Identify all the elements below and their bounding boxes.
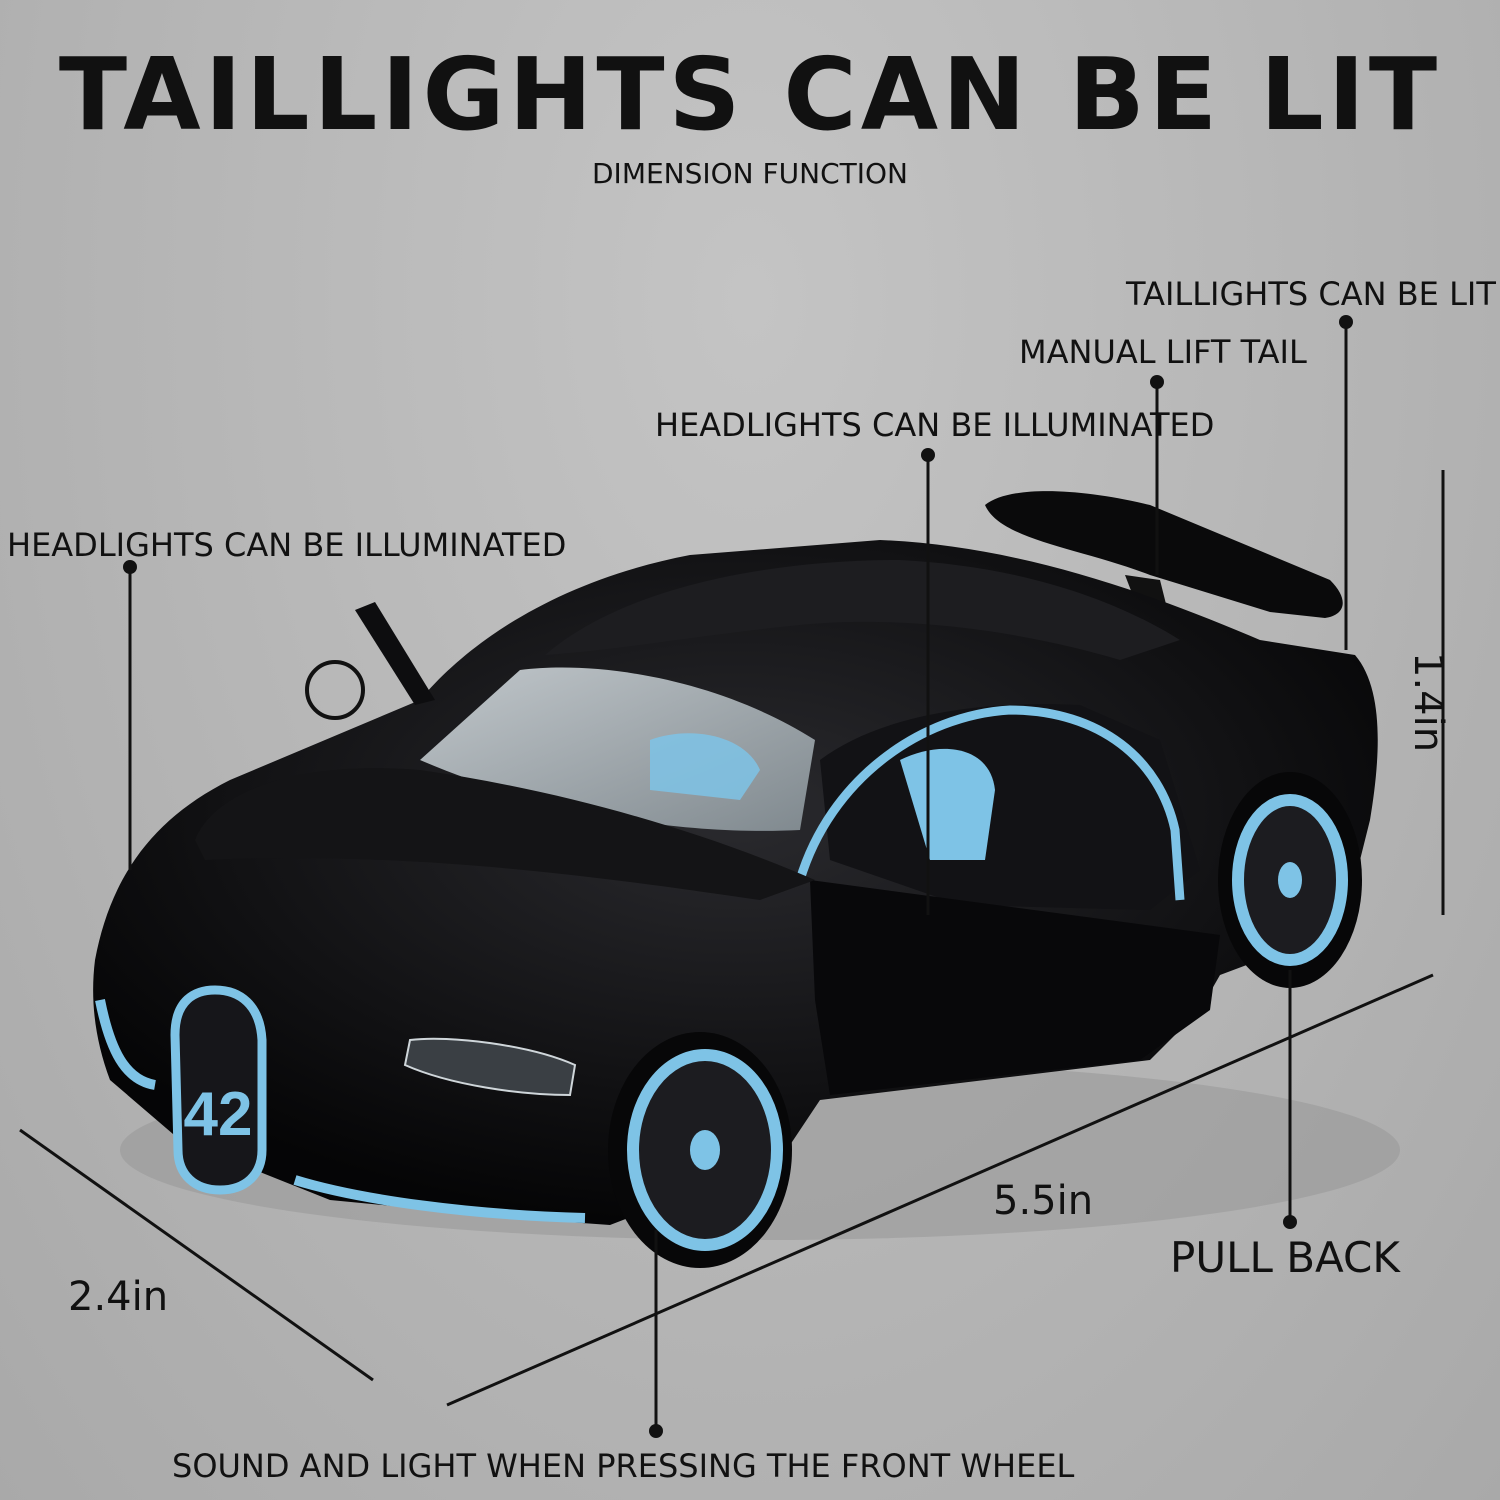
callout-pull-back: PULL BACK [1170, 1233, 1400, 1282]
rear-wheel [1218, 772, 1362, 988]
callout-headlights-right: HEADLIGHTS CAN BE ILLUMINATED [655, 406, 1215, 444]
callout-manual-lift-tail: MANUAL LIFT TAIL [1019, 333, 1307, 371]
seat-front [650, 733, 760, 800]
dimension-length: 5.5in [993, 1178, 1094, 1224]
dimension-lines [19, 470, 1445, 1407]
scissor-door [355, 602, 435, 705]
mirror [305, 660, 365, 720]
toy-car: 42 [93, 491, 1378, 1268]
open-door [810, 880, 1220, 1095]
seat [900, 748, 995, 860]
side-accent [795, 705, 1185, 901]
rear-spoiler [985, 491, 1343, 618]
headlight [403, 1037, 577, 1097]
page-subtitle: DIMENSION FUNCTION [592, 157, 908, 190]
callout-leaders [123, 315, 1353, 1438]
front-grille [170, 985, 267, 1195]
callout-taillights: TAILLIGHTS CAN BE LIT [1126, 275, 1496, 313]
page-title: TAILLIGHTS CAN BE LIT [58, 36, 1442, 153]
front-wheel [608, 1032, 792, 1268]
front-lip-accent [293, 1175, 586, 1223]
callout-sound-light: SOUND AND LIGHT WHEN PRESSING THE FRONT … [172, 1447, 1075, 1485]
badge-number: 42 [184, 1080, 253, 1149]
front-hood [195, 768, 815, 900]
dimension-height: 1.4in [1405, 652, 1451, 753]
callout-headlights-left: HEADLIGHTS CAN BE ILLUMINATED [7, 526, 567, 564]
left-intake-accent [95, 999, 157, 1090]
dimension-width: 2.4in [68, 1274, 169, 1320]
roof [545, 560, 1180, 660]
